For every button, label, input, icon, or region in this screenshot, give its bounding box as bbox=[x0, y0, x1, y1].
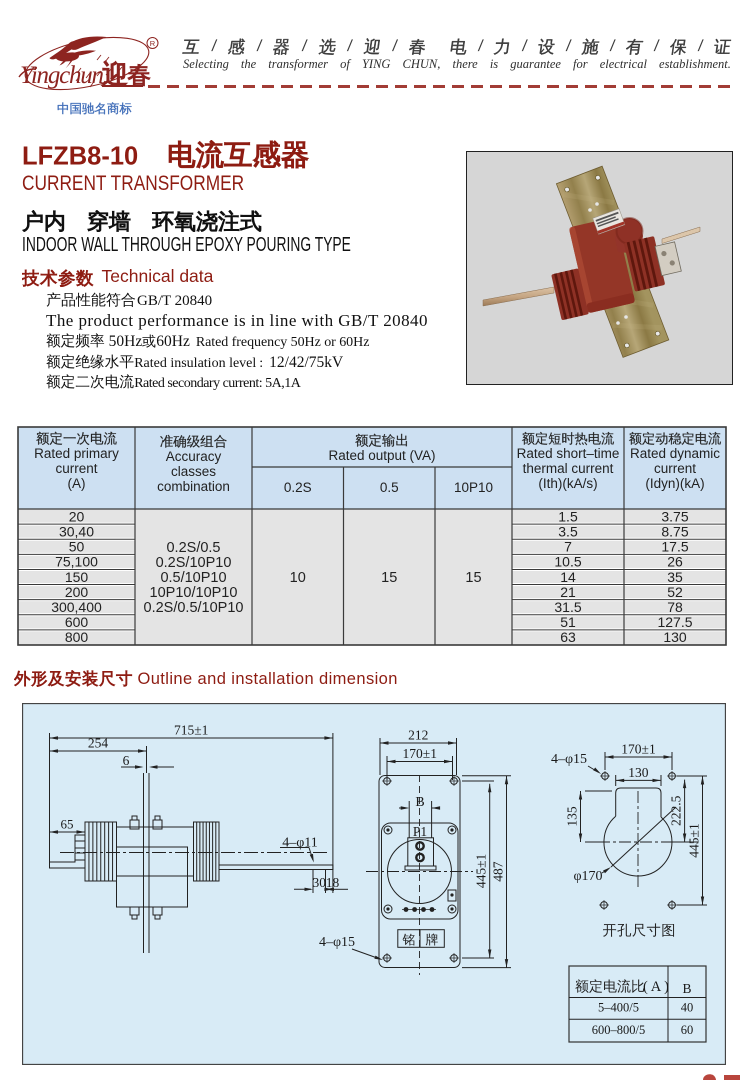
svg-text:800: 800 bbox=[65, 629, 89, 645]
svg-text:130: 130 bbox=[628, 765, 649, 780]
svg-text:200: 200 bbox=[65, 584, 89, 600]
svg-text:18: 18 bbox=[326, 875, 340, 890]
svg-text:63: 63 bbox=[560, 629, 576, 645]
svg-text:0.5/10P10: 0.5/10P10 bbox=[160, 570, 226, 586]
svg-text:50: 50 bbox=[69, 539, 85, 555]
svg-text:Rated output (VA): Rated output (VA) bbox=[328, 448, 435, 463]
svg-text:75,100: 75,100 bbox=[55, 554, 98, 570]
svg-text:445±1: 445±1 bbox=[687, 823, 702, 857]
svg-text:0.2S/10P10: 0.2S/10P10 bbox=[156, 555, 232, 571]
svg-text:15: 15 bbox=[381, 570, 397, 586]
svg-text:1.5: 1.5 bbox=[558, 508, 578, 524]
svg-text:P1: P1 bbox=[413, 824, 427, 839]
svg-text:8.75: 8.75 bbox=[661, 523, 688, 539]
svg-text:combination: combination bbox=[157, 479, 230, 494]
svg-text:current: current bbox=[55, 461, 97, 476]
svg-text:300,400: 300,400 bbox=[51, 599, 102, 615]
svg-text:Yingchun: Yingchun bbox=[20, 62, 104, 89]
svg-text:222.5: 222.5 bbox=[669, 795, 684, 826]
svg-text:B: B bbox=[415, 795, 424, 810]
svg-text:6: 6 bbox=[123, 753, 130, 768]
svg-text:3.75: 3.75 bbox=[661, 508, 688, 524]
svg-text:170±1: 170±1 bbox=[403, 746, 437, 761]
svg-text:classes: classes bbox=[171, 464, 216, 479]
svg-text:150: 150 bbox=[65, 569, 89, 585]
svg-text:30,40: 30,40 bbox=[59, 523, 94, 539]
svg-text:0.2S/0.5/10P10: 0.2S/0.5/10P10 bbox=[144, 600, 244, 616]
svg-text:10P10: 10P10 bbox=[454, 480, 493, 495]
svg-text:0.2S/0.5: 0.2S/0.5 bbox=[166, 540, 220, 556]
svg-text:thermal current: thermal current bbox=[523, 461, 614, 476]
svg-text:10: 10 bbox=[290, 570, 306, 586]
svg-text:30: 30 bbox=[313, 875, 327, 890]
svg-text:31.5: 31.5 bbox=[554, 599, 581, 615]
svg-text:10.5: 10.5 bbox=[554, 554, 581, 570]
svg-text:current: current bbox=[654, 461, 696, 476]
svg-text:40: 40 bbox=[681, 1001, 694, 1015]
svg-text:10P10/10P10: 10P10/10P10 bbox=[150, 585, 238, 601]
svg-text:52: 52 bbox=[667, 584, 683, 600]
svg-text:127.5: 127.5 bbox=[657, 614, 692, 630]
svg-text:715±1: 715±1 bbox=[174, 723, 208, 738]
svg-text:0.2S: 0.2S bbox=[284, 480, 312, 495]
svg-text:135: 135 bbox=[565, 806, 580, 827]
svg-text:4–φ15: 4–φ15 bbox=[551, 752, 587, 767]
svg-text:Rated primary: Rated primary bbox=[34, 446, 119, 461]
svg-text:20: 20 bbox=[69, 508, 85, 524]
svg-text:212: 212 bbox=[408, 728, 428, 743]
svg-text:B: B bbox=[682, 981, 691, 996]
svg-text:R: R bbox=[150, 39, 156, 48]
svg-text:7: 7 bbox=[564, 539, 572, 555]
svg-text:(A): (A) bbox=[68, 476, 86, 491]
svg-text:445±1: 445±1 bbox=[474, 854, 489, 888]
svg-text:600–800/5: 600–800/5 bbox=[592, 1023, 645, 1037]
svg-text:( A ): ( A ) bbox=[643, 979, 669, 995]
svg-text:(Ith)(kA/s): (Ith)(kA/s) bbox=[538, 476, 597, 491]
svg-text:3.5: 3.5 bbox=[558, 523, 578, 539]
svg-text:φ170: φ170 bbox=[573, 869, 602, 884]
svg-text:26: 26 bbox=[667, 554, 683, 570]
svg-text:254: 254 bbox=[88, 736, 109, 751]
svg-text:4–φ11: 4–φ11 bbox=[282, 836, 318, 851]
svg-text:0.5: 0.5 bbox=[380, 480, 399, 495]
svg-text:17.5: 17.5 bbox=[661, 539, 688, 555]
svg-text:Rated dynamic: Rated dynamic bbox=[630, 446, 720, 461]
svg-text:600: 600 bbox=[65, 614, 89, 630]
svg-text:5–400/5: 5–400/5 bbox=[598, 1001, 639, 1015]
svg-text:60: 60 bbox=[681, 1023, 694, 1037]
svg-text:78: 78 bbox=[667, 599, 683, 615]
svg-text:65: 65 bbox=[61, 817, 74, 832]
svg-text:21: 21 bbox=[560, 584, 576, 600]
svg-text:Rated short–time: Rated short–time bbox=[517, 446, 620, 461]
svg-text:14: 14 bbox=[560, 569, 576, 585]
svg-text:487: 487 bbox=[491, 861, 506, 882]
svg-text:51: 51 bbox=[560, 614, 576, 630]
svg-text:4–φ15: 4–φ15 bbox=[319, 935, 355, 950]
svg-text:(Idyn)(kA): (Idyn)(kA) bbox=[645, 476, 704, 491]
svg-text:170±1: 170±1 bbox=[621, 742, 655, 757]
svg-text:130: 130 bbox=[663, 629, 687, 645]
svg-text:15: 15 bbox=[465, 570, 481, 586]
svg-text:Accuracy: Accuracy bbox=[166, 449, 222, 464]
svg-text:35: 35 bbox=[667, 569, 683, 585]
